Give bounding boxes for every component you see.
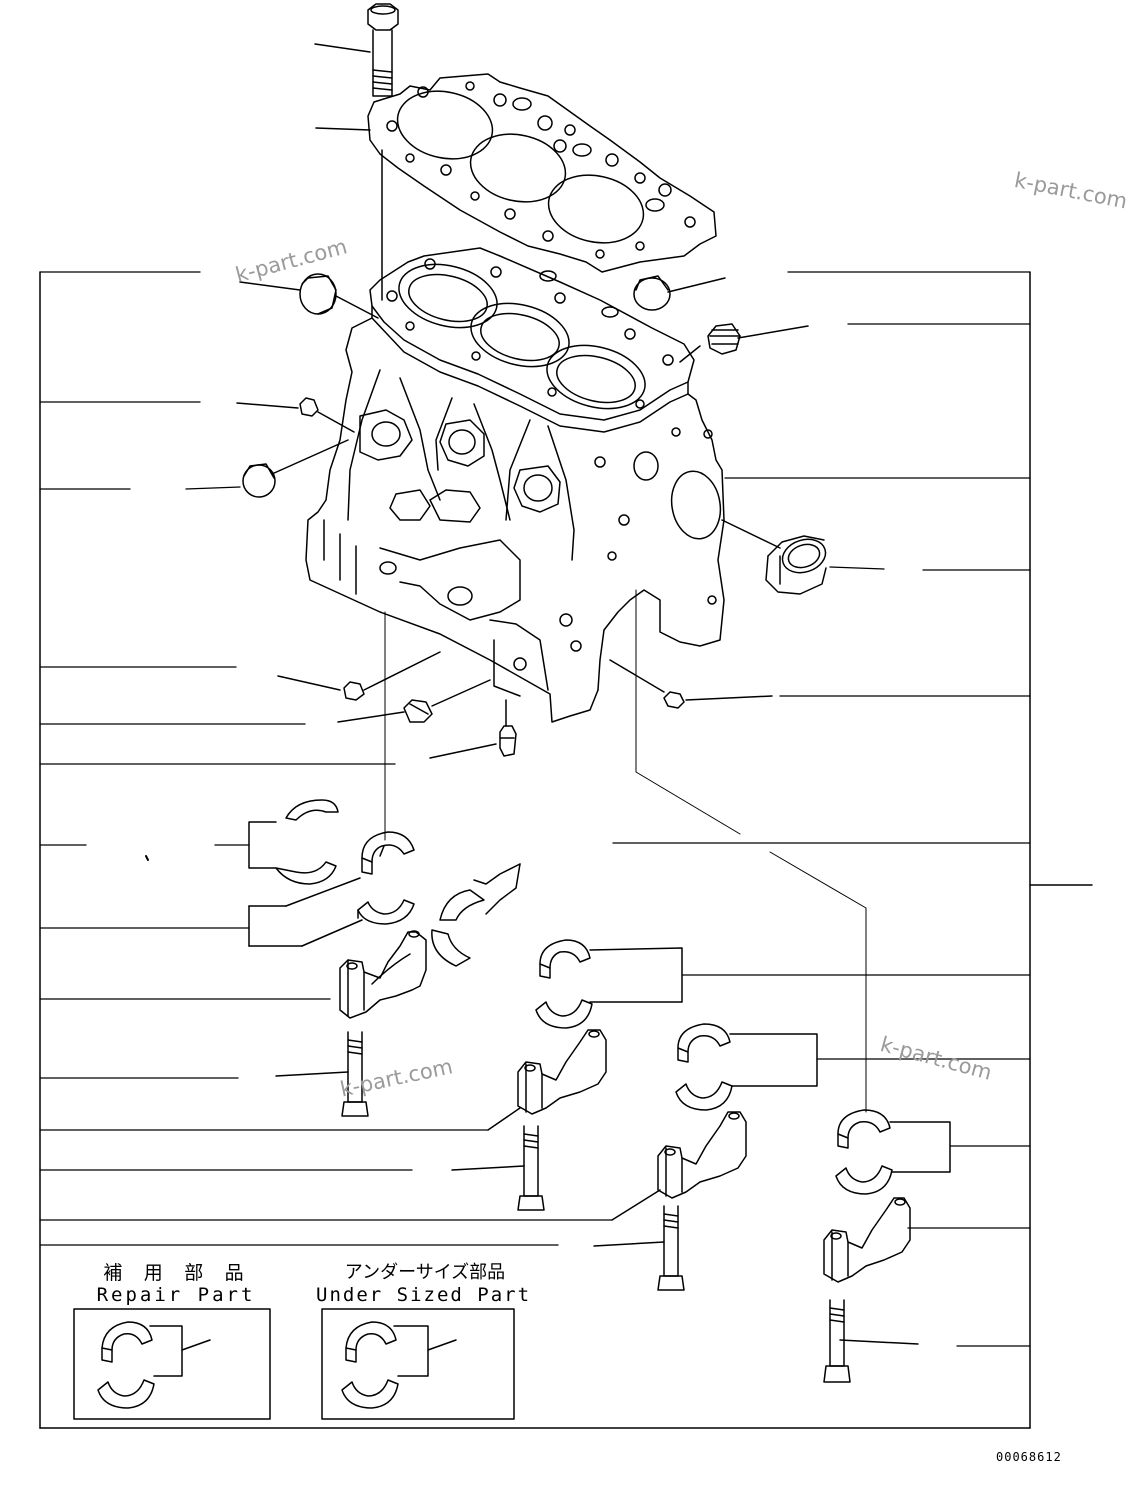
main-bearing-lower [357, 899, 415, 925]
small-plug-left [236, 397, 355, 433]
under-sized-part-jp-label: アンダーサイズ部品 [344, 1262, 506, 1283]
drawing-code: 00068612 [996, 1450, 1062, 1464]
main-bearing-upper [248, 831, 415, 947]
thrust-washer-left [145, 799, 339, 885]
drain-plug [429, 699, 517, 759]
main-bearing-bolt-1 [275, 1031, 369, 1117]
repair-part-inset [73, 1308, 271, 1420]
head-bolt [314, 3, 399, 97]
main-bearing-set-4 [835, 1109, 951, 1195]
thrust-washer-center [431, 863, 521, 967]
main-bearing-bolt-2 [451, 1125, 545, 1211]
head-gasket [315, 73, 717, 301]
nut-right [609, 659, 773, 709]
main-bearing-cap-1 [339, 930, 427, 1019]
left-leaders [39, 271, 613, 1246]
main-bearing-set-3 [675, 1023, 818, 1111]
main-bearing-bolt-3 [593, 1205, 685, 1291]
frame-right [1029, 271, 1093, 1429]
main-bearing-cap-4 [823, 1197, 911, 1283]
plug-lower-2 [337, 679, 491, 723]
under-sized-part-inset [321, 1308, 515, 1420]
camshaft-bushing [765, 535, 827, 595]
frame-left [39, 271, 1031, 1429]
repair-part-jp-label: 補 用 部 品 [103, 1262, 249, 1284]
main-bearing-cap-3 [611, 1111, 747, 1221]
construction-lines [384, 589, 867, 1113]
plug-left-side [242, 439, 349, 498]
threaded-plug-right [679, 323, 809, 363]
main-bearing-set-2 [535, 939, 683, 1029]
plug-lower-1 [277, 651, 441, 701]
expansion-plug-left-top [239, 273, 379, 319]
right-leaders [612, 271, 1031, 1347]
cylinder-block [305, 247, 781, 723]
under-sized-part-en-label: Under Sized Part [316, 1284, 532, 1306]
repair-part-en-label: Repair Part [96, 1284, 256, 1306]
main-bearing-cap-2 [487, 1029, 607, 1131]
main-bearing-bolt-4 [823, 1299, 919, 1383]
expansion-plug-right-top [633, 275, 726, 311]
